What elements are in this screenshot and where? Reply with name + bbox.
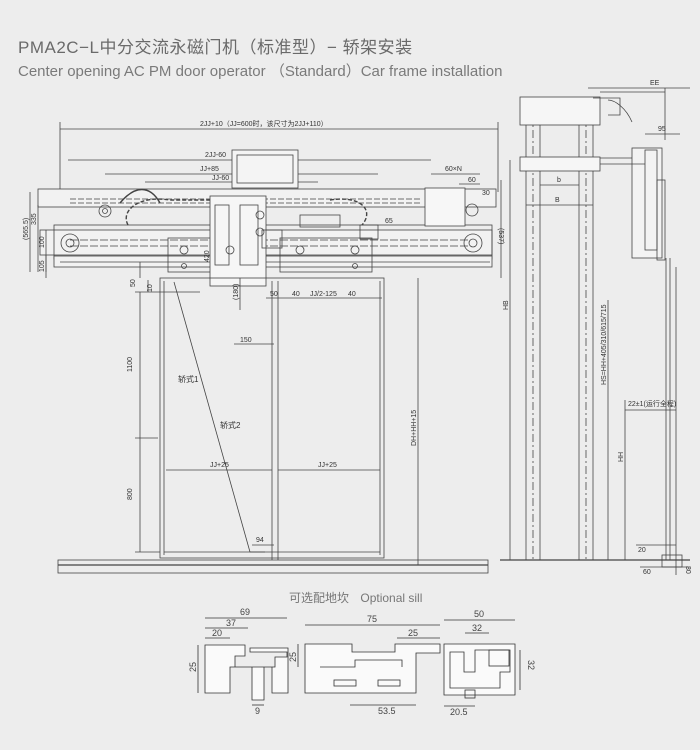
dim-hs: HS=HH+405/310/615/715 bbox=[601, 304, 608, 385]
sill2-dim-53-5: 53.5 bbox=[378, 706, 396, 716]
dim-hb: HB bbox=[503, 300, 510, 310]
dim-jj-60: JJ-60 bbox=[212, 175, 229, 182]
door-label-2: 轿式2 bbox=[220, 420, 241, 430]
sill-caption-cn: 可选配地坎 bbox=[289, 591, 350, 605]
sill1-dim-69: 69 bbox=[240, 607, 250, 617]
dim-1100: 1100 bbox=[127, 357, 134, 372]
sill3-dim-50: 50 bbox=[474, 609, 484, 619]
sill3-dim-32-top: 32 bbox=[472, 623, 482, 633]
dim-22: 22±1(运行全程) bbox=[628, 399, 676, 408]
sill-caption: 可选配地坎 Optional sill bbox=[289, 589, 422, 606]
dim-jj-85: JJ+85 bbox=[200, 166, 219, 173]
dim-b-small: b bbox=[557, 177, 561, 184]
sill-caption-en: Optional sill bbox=[360, 591, 423, 605]
dim-105: 105 bbox=[39, 260, 46, 272]
dim-ee: EE bbox=[650, 80, 660, 87]
dim-60: 60 bbox=[468, 177, 476, 184]
door-label-1: 轿式1 bbox=[178, 374, 199, 384]
dim-30-side: 30 bbox=[684, 566, 691, 574]
sill1-dim-20: 20 bbox=[212, 628, 222, 638]
side-view bbox=[500, 87, 690, 575]
dim-overall: 2JJ+10（JJ=600时，该尺寸为2JJ+110） bbox=[200, 119, 328, 128]
sill1-dim-25: 25 bbox=[188, 662, 198, 672]
sill1-dim-9: 9 bbox=[255, 706, 260, 716]
dim-50-left: 50 bbox=[130, 279, 137, 287]
sill-profiles bbox=[197, 617, 521, 707]
door-width-left: JJ+25 bbox=[210, 462, 229, 469]
dim-40-b: 40 bbox=[348, 291, 356, 298]
dim-65: 65 bbox=[385, 218, 393, 225]
dim-60xn: 60×N bbox=[445, 166, 462, 173]
sill1-dim-37: 37 bbox=[226, 618, 236, 628]
dim-95: 95 bbox=[658, 126, 666, 133]
door-width-right: JJ+25 bbox=[318, 462, 337, 469]
sill2-dim-25-left: 25 bbox=[288, 652, 298, 662]
dim-hh: HH bbox=[618, 452, 625, 462]
dim-100: 100 bbox=[39, 236, 46, 248]
dim-94: 94 bbox=[256, 537, 264, 544]
dim-150: 150 bbox=[240, 337, 252, 344]
dim-420: 420 bbox=[204, 250, 211, 262]
dim-565: (565.5) bbox=[23, 218, 30, 240]
dim-40-a: 40 bbox=[292, 291, 300, 298]
dim-30: 30 bbox=[482, 190, 490, 197]
sill2-dim-25-right: 25 bbox=[408, 628, 418, 638]
title-english: Center opening AC PM door operator （Stan… bbox=[18, 63, 503, 80]
sill3-dim-20-5: 20.5 bbox=[450, 707, 468, 717]
dim-180: (180) bbox=[233, 284, 240, 300]
dim-dh-hh: DH+HH+15 bbox=[411, 410, 418, 446]
dim-800: 800 bbox=[127, 488, 134, 500]
dim-10: 10 bbox=[147, 284, 154, 292]
dim-20: 20 bbox=[638, 547, 646, 554]
dim-jj2-125: JJ/2-125 bbox=[310, 291, 337, 298]
dim-537: (537) bbox=[497, 228, 504, 244]
dim-60-side: 60 bbox=[643, 569, 651, 576]
dim-b-large: B bbox=[555, 197, 560, 204]
dim-335: 335 bbox=[31, 213, 38, 225]
sill2-dim-75: 75 bbox=[367, 614, 377, 624]
dim-50-inner: 50 bbox=[270, 291, 278, 298]
sill3-dim-32-side: 32 bbox=[526, 660, 536, 670]
front-view bbox=[29, 122, 502, 574]
title-chinese: PMA2C−L中分交流永磁门机（标准型）− 轿架安装 bbox=[18, 38, 413, 57]
dim-2jj-60: 2JJ-60 bbox=[205, 152, 226, 159]
